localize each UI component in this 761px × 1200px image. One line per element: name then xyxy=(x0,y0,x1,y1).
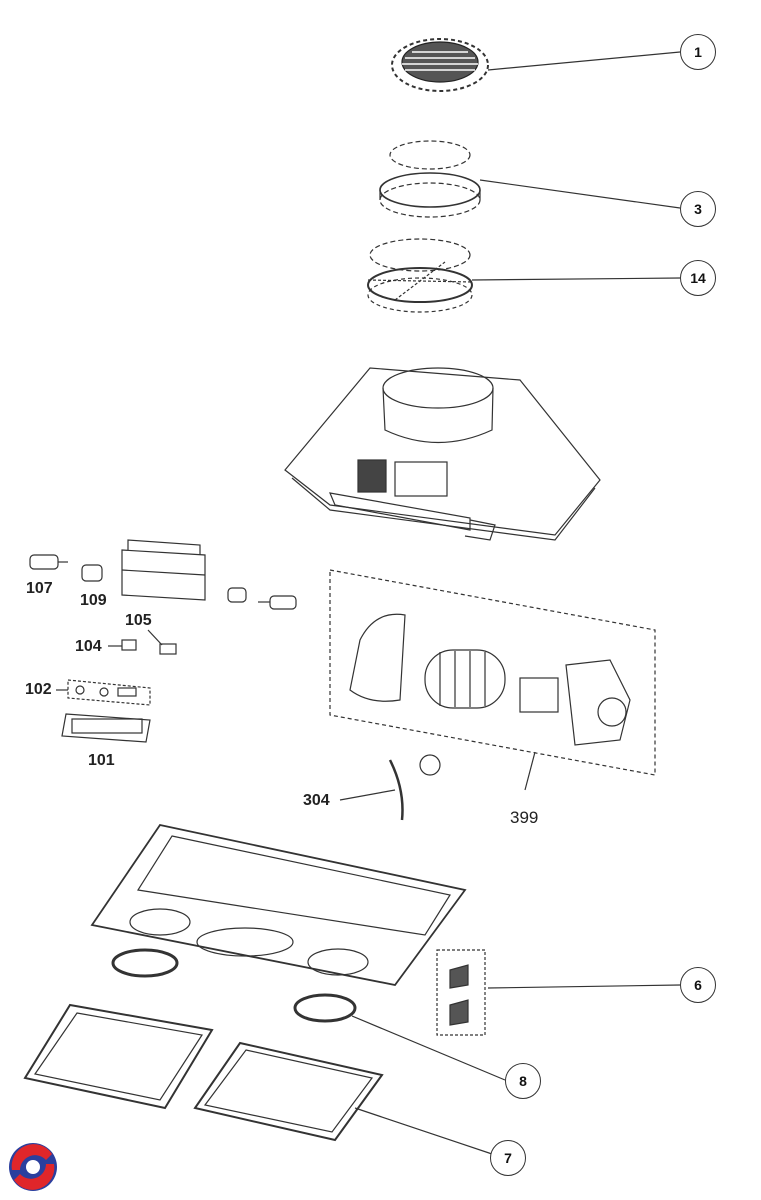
brand-logo-icon xyxy=(9,1143,57,1191)
part-109 xyxy=(81,564,103,582)
part-101 xyxy=(61,713,151,743)
label-109: 109 xyxy=(80,592,107,609)
part-107 xyxy=(29,554,68,570)
part-104 xyxy=(108,639,137,651)
part-102 xyxy=(56,679,151,706)
callout-6: 6 xyxy=(680,967,716,1003)
callout-14: 14 xyxy=(680,260,716,296)
part-105 xyxy=(147,629,177,655)
callout-7: 7 xyxy=(490,1140,526,1176)
label-104: 104 xyxy=(75,638,102,655)
control-box xyxy=(121,539,206,601)
part-304 xyxy=(339,754,441,821)
part-6-clips xyxy=(436,949,681,1036)
part-3-ring xyxy=(379,140,481,218)
label-107: 107 xyxy=(26,580,53,597)
part-7-filters xyxy=(23,1003,496,1156)
knobs-right xyxy=(227,587,297,610)
lower-frame xyxy=(90,823,467,986)
part-399-blower xyxy=(329,569,656,791)
callout-8: 8 xyxy=(505,1063,541,1099)
callout-1: 1 xyxy=(680,34,716,70)
label-304: 304 xyxy=(303,792,330,809)
label-399: 399 xyxy=(510,808,539,827)
label-105: 105 xyxy=(125,612,152,629)
part-14-damper xyxy=(367,238,473,313)
callout-3: 3 xyxy=(680,191,716,227)
part-1-grille xyxy=(391,38,489,92)
label-101: 101 xyxy=(88,752,115,769)
part-8-rings xyxy=(111,948,506,1081)
hood-housing xyxy=(284,367,601,541)
label-102: 102 xyxy=(25,681,52,698)
